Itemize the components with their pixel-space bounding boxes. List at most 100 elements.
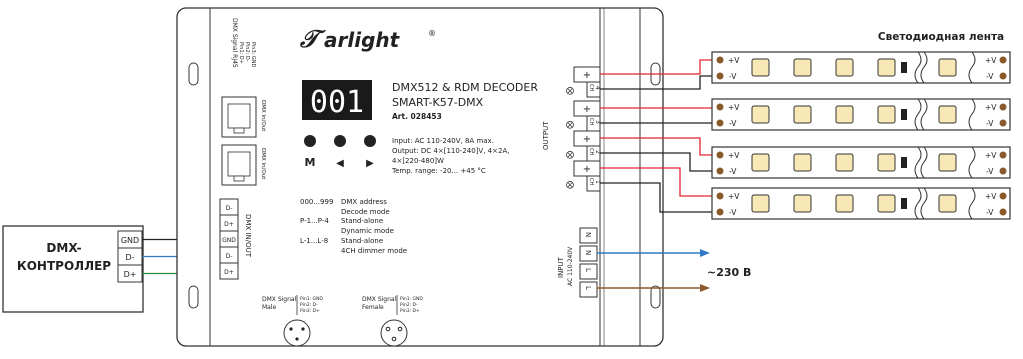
strip-minus-label-right: -V <box>986 72 994 81</box>
solder-pad <box>716 56 724 64</box>
button-left-knob[interactable] <box>334 135 346 147</box>
resistor <box>901 157 907 168</box>
button-right-label: ▶ <box>366 158 374 169</box>
device-article: Art. 028453 <box>392 112 442 121</box>
brand-name: arlight <box>324 28 401 52</box>
led-chip <box>793 153 812 172</box>
led-chip <box>938 194 957 213</box>
mains-label: ~230 В <box>707 266 751 279</box>
led-chip <box>793 194 812 213</box>
spec-line-4: Temp. range: -20... +45 °C <box>391 167 486 175</box>
strip-plus-label-right: +V <box>985 56 997 65</box>
strip-plus-label-right: +V <box>985 103 997 112</box>
dmx-terminal-5: D+ <box>224 269 234 276</box>
ch3-plus: + <box>583 104 591 115</box>
strip-minus-label: -V <box>729 208 737 217</box>
rj45-pin-label: DMX Signal RJ45 Pin1: D+ Pin2: D- Pin3: … <box>231 18 256 68</box>
strip-minus-label: -V <box>729 167 737 176</box>
solder-pad <box>999 208 1007 216</box>
mode-2-desc1: Stand-alone <box>341 217 383 225</box>
strip-minus-label-right: -V <box>986 167 994 176</box>
strip-plus-label: +V <box>728 56 740 65</box>
strip-minus-label-right: -V <box>986 119 994 128</box>
xlr-male-pin1: Pin1: GND <box>300 296 323 302</box>
led-chip <box>835 153 854 172</box>
xlr-male-title: DMX Signal <box>262 296 297 303</box>
spec-line-3: 4×[220-480]W <box>392 157 444 165</box>
brand-registered: ® <box>428 29 436 38</box>
xlr-female-sub: Female <box>362 304 384 311</box>
cut-line <box>914 146 922 179</box>
strip-plus-label: +V <box>728 192 740 201</box>
button-m-knob[interactable] <box>304 135 316 147</box>
led-strip: +V-V+V-V <box>711 187 1011 220</box>
ch1-plus: + <box>583 164 591 175</box>
controller-terminal-dplus: D+ <box>124 270 137 279</box>
output-channel-2: + 2 CH ⨂ <box>566 130 601 162</box>
led-chip <box>835 58 854 77</box>
output-wires <box>600 59 720 213</box>
cut-line <box>968 51 976 84</box>
rj45-label: DMX Signal RJ45 <box>231 18 238 68</box>
led-chip <box>877 153 896 172</box>
ch1-led-icon: ⨂ <box>566 180 574 189</box>
input-terminal-3: L <box>584 268 592 272</box>
resistor <box>901 62 907 73</box>
mode-3-desc1: Stand-alone <box>341 237 383 245</box>
ch4-led-icon: ⨂ <box>566 86 574 95</box>
rj45-jack-in: DMX In/Out <box>221 96 266 138</box>
solder-pad <box>716 119 724 127</box>
mount-hole-tl <box>188 62 199 86</box>
button-right-knob[interactable] <box>364 135 376 147</box>
solder-pad <box>999 103 1007 111</box>
cut-line <box>920 98 928 131</box>
dmx-inout-label: DMX IN/OUT <box>244 214 252 258</box>
decoder-dmx-terminals: D- D+ GND D- D+ DMX IN/OUT <box>219 198 252 280</box>
display-value: 001 <box>310 85 364 120</box>
decoder-housing <box>176 7 664 347</box>
dmx-terminal-3: GND <box>222 237 236 244</box>
mode-1-desc2: Decode mode <box>341 208 390 216</box>
mode-1-code: 000...999 <box>300 198 333 206</box>
solder-pad <box>999 167 1007 175</box>
ch3-led-icon: ⨂ <box>566 120 574 129</box>
mode-1-desc1: DMX address <box>341 198 387 206</box>
input-terminal-2: N <box>584 250 592 255</box>
solder-pad <box>999 119 1007 127</box>
rj45-in-label: DMX In/Out <box>260 100 266 132</box>
rj45-pin2: Pin2: D- <box>244 42 250 62</box>
led-chip <box>877 105 896 124</box>
ch2-plus: + <box>583 134 591 145</box>
solder-pad <box>999 72 1007 80</box>
ch4-number: 4 <box>594 86 601 90</box>
ch1-number: 1 <box>594 180 601 184</box>
ch3-ch-label: CH <box>588 118 594 125</box>
strip-plus-label: +V <box>728 103 740 112</box>
button-m-label: M <box>305 156 316 169</box>
xlr-female-pin3: Pin3: D+ <box>400 308 420 314</box>
led-chip <box>793 105 812 124</box>
dmx-terminal-4: D- <box>226 253 233 260</box>
input-terminal-4: L <box>584 286 592 290</box>
output-channel-4: + 4 CH ⨂ <box>566 66 601 98</box>
cut-line <box>920 51 928 84</box>
cut-line <box>920 146 928 179</box>
led-chip <box>938 153 957 172</box>
cut-line <box>914 187 922 220</box>
rj45-pin3: Pin3: GND <box>250 42 256 68</box>
mains-wires: ~230 В <box>597 249 751 292</box>
xlr-male: DMX Signal Male Pin1: GND Pin2: D- Pin3:… <box>262 295 323 347</box>
xlr-female-title: DMX Signal <box>362 296 397 303</box>
solder-pad <box>999 151 1007 159</box>
spec-line-2: Output: DC 4×[110-240]V, 4×2A, <box>392 147 509 155</box>
cut-line <box>968 187 976 220</box>
solder-pad <box>716 208 724 216</box>
cut-line <box>968 146 976 179</box>
led-chip <box>877 194 896 213</box>
arlight-logo: 𝒯 arlight ® <box>299 25 436 53</box>
led-strip: +V-V+V-V <box>711 51 1011 84</box>
controller-label-line2: КОНТРОЛЛЕР <box>17 259 111 273</box>
decoder-title-block: DMX512 & RDM DECODER SMART-K57-DMX Art. … <box>391 81 538 175</box>
ch2-led-icon: ⨂ <box>566 150 574 159</box>
